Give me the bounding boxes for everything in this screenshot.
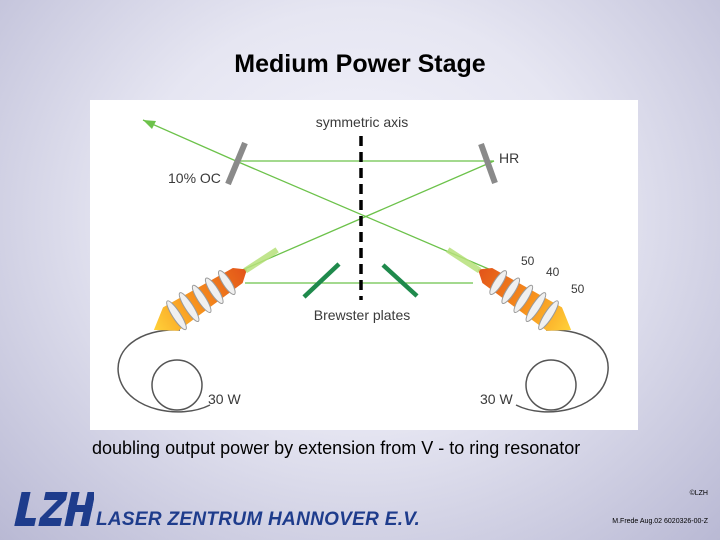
brewster-label: Brewster plates [314,307,410,323]
beam-cross-2 [239,160,495,272]
oc-mirror [225,141,248,186]
amplifier-rod-right [446,247,572,331]
fiber-left [117,329,211,413]
dim-50-right-label: 50 [571,282,585,296]
hr-mirror [478,142,498,185]
slide-title: Medium Power Stage [234,50,486,78]
brewster-plate-right [381,263,419,298]
brewster-plate-left [302,262,341,299]
beam-output [142,119,237,162]
fiber-right [515,329,609,413]
dim-40-label: 40 [546,265,560,279]
amplifier-rod-left [153,247,279,331]
output-arrowhead [143,120,156,129]
diagram-panel [90,100,638,430]
power-right-label: 30 W [480,391,513,407]
fiber-coil-right [525,359,577,411]
fiber-coil-left [151,359,203,411]
power-left-label: 30 W [208,391,241,407]
oc-label: 10% OC [168,170,221,186]
footer-reference: M.Frede Aug.02 6020326-00-Z [612,518,708,525]
lzh-logo [14,492,94,526]
hr-label: HR [499,150,519,166]
dim-50-top-label: 50 [521,254,535,268]
organization-name: LASER ZENTRUM HANNOVER E.V. [96,509,421,530]
copyright-notice: ©LZH [689,490,708,497]
symmetric-axis-label: symmetric axis [316,114,409,130]
caption: doubling output power by extension from … [92,438,581,458]
